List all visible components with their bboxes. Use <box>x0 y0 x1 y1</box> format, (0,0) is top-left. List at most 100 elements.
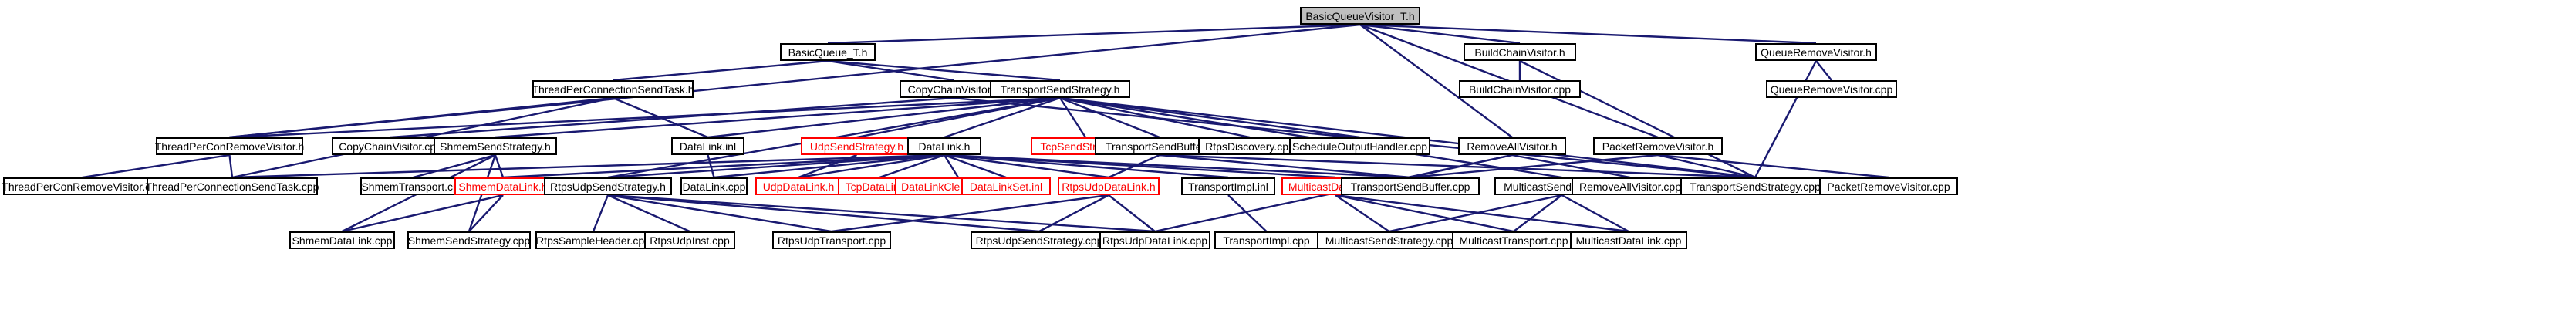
node-transportsendstrategy-h[interactable]: TransportSendStrategy.h <box>990 80 1130 98</box>
node-rtpssampleheader-cpp[interactable]: RtpsSampleHeader.cpp <box>535 231 651 249</box>
node-label: BasicQueueVisitor_T.h <box>1305 9 1415 22</box>
edge-queueremove_h-to-transportsendstrategy_cpp <box>1754 60 1818 178</box>
node-label: ShmemSendStrategy.cpp <box>407 234 531 247</box>
node-label: DataLink.cpp <box>682 180 746 193</box>
edge-packetremove_h-to-transportsendstrategy_cpp <box>1657 153 1756 179</box>
node-shmemdatalink-cpp[interactable]: ShmemDataLink.cpp <box>289 231 395 249</box>
edge-datalink_h-to-rtpsudpdatalink_h <box>944 153 1109 179</box>
edge-rtpsudpdatalink_h-to-rtpsudpdatalink_cpp <box>1108 194 1156 232</box>
node-transportsendbuffer-h[interactable]: TransportSendBuffer.h <box>1095 137 1224 155</box>
node-threadperconremovevisitor-cpp[interactable]: ThreadPerConRemoveVisitor.cpp <box>2 177 163 195</box>
node-packetremovevisitor-h[interactable]: PacketRemoveVisitor.h <box>1593 137 1723 155</box>
edge-rtpsudpsendstrategy_h-to-rtpsudpinst_cpp <box>607 194 690 233</box>
node-rtpsdiscovery-cpp[interactable]: RtpsDiscovery.cpp <box>1198 137 1302 155</box>
edge-transportsendbuffer_h-to-rtpsudpdatalink_h <box>1108 153 1160 179</box>
node-removeallvisitor-cpp[interactable]: RemoveAllVisitor.cpp <box>1572 177 1689 195</box>
node-datalink-cpp[interactable]: DataLink.cpp <box>680 177 748 195</box>
node-label: TransportSendStrategy.h <box>1000 83 1120 96</box>
node-label: QueueRemoveVisitor.h <box>1761 46 1872 59</box>
node-threadperconnectionsendtask-h[interactable]: ThreadPerConnectionSendTask.h <box>532 80 694 98</box>
node-rtpsudpsendstrategy-h[interactable]: RtpsUdpSendStrategy.h <box>544 177 672 195</box>
node-transportimpl-inl[interactable]: TransportImpl.inl <box>1181 177 1275 195</box>
node-label: TransportImpl.inl <box>1188 180 1268 193</box>
node-rtpsudptransport-cpp[interactable]: RtpsUdpTransport.cpp <box>772 231 891 249</box>
edge-removeall_h-to-removeall_cpp <box>1511 153 1631 179</box>
node-multicastdatalink-cpp[interactable]: MulticastDataLink.cpp <box>1570 231 1687 249</box>
node-label: TransportSendBuffer.cpp <box>1350 180 1470 193</box>
node-datalink-inl[interactable]: DataLink.inl <box>671 137 744 155</box>
node-multicasttransport-cpp[interactable]: MulticastTransport.cpp <box>1452 231 1575 249</box>
node-copychainvisitor-h[interactable]: CopyChainVisitor.h <box>900 80 1008 98</box>
edge-datalink_h-to-transportsendbuffer_cpp <box>944 153 1411 179</box>
edge-root-to-queueremove_h <box>1359 23 1817 45</box>
edge-datalink_h-to-datalinkset_inl <box>944 153 1007 179</box>
edge-transportimpl_inl-to-transportimpl_cpp <box>1227 194 1268 232</box>
edge-datalink_h-to-datalinkcleanup_h <box>943 154 960 178</box>
node-label: MulticastSendStrategy.cpp <box>1325 234 1453 247</box>
node-label: ThreadPerConnectionSendTask.cpp <box>145 180 319 193</box>
node-label: RtpsUdpTransport.cpp <box>777 234 886 247</box>
node-threadperconnectionsendtask-cpp[interactable]: ThreadPerConnectionSendTask.cpp <box>145 177 319 195</box>
node-shmemsendstrategy-h[interactable]: ShmemSendStrategy.h <box>434 137 557 155</box>
node-packetremovevisitor-cpp[interactable]: PacketRemoveVisitor.cpp <box>1819 177 1958 195</box>
node-multicastsendstrategy-cpp[interactable]: MulticastSendStrategy.cpp <box>1317 231 1461 249</box>
edge-queueremove_h-to-queueremove_cpp <box>1815 60 1832 81</box>
node-udpsendstrategy-h[interactable]: UdpSendStrategy.h <box>801 137 913 155</box>
edge-transportsendstrategy_h-to-rtpsdiscovery_cpp <box>1059 96 1251 139</box>
node-scheduleoutputhandler-cpp[interactable]: ScheduleOutputHandler.cpp <box>1289 137 1430 155</box>
node-datalinkset-inl[interactable]: DataLinkSet.inl <box>961 177 1051 195</box>
edge-transportsendstrategy_h-to-transportsendbuffer_h <box>1059 96 1160 139</box>
dependency-edges <box>82 23 1889 233</box>
node-rtpsudpsendstrategy-cpp[interactable]: RtpsUdpSendStrategy.cpp <box>971 231 1108 249</box>
node-shmemdatalink-h[interactable]: ShmemDataLink.h <box>454 177 552 195</box>
node-label: RtpsUdpSendStrategy.h <box>550 180 666 193</box>
node-shmemtransport-cpp[interactable]: ShmemTransport.cpp <box>360 177 466 195</box>
node-label: RtpsUdpDataLink.cpp <box>1102 234 1208 247</box>
node-label: RtpsUdpDataLink.h <box>1062 180 1156 193</box>
node-queueremovevisitor-cpp[interactable]: QueueRemoveVisitor.cpp <box>1766 80 1897 98</box>
edge-root-to-removeall_h <box>1359 24 1513 138</box>
node-label: RemoveAllVisitor.cpp <box>1578 180 1682 193</box>
node-label: ShmemDataLink.h <box>458 180 548 193</box>
node-label: RtpsUdpSendStrategy.cpp <box>975 234 1103 247</box>
node-label: UdpSendStrategy.h <box>809 140 904 153</box>
node-label: ShmemDataLink.cpp <box>292 234 393 247</box>
node-label: CopyChainVisitor.h <box>907 83 1000 96</box>
edge-transportsendbuffer_h-to-transportsendbuffer_cpp <box>1159 153 1411 179</box>
node-label: UdpDataLink.h <box>762 180 835 193</box>
node-transportsendbuffer-cpp[interactable]: TransportSendBuffer.cpp <box>1341 177 1480 195</box>
node-transportimpl-cpp[interactable]: TransportImpl.cpp <box>1214 231 1318 249</box>
node-label: ScheduleOutputHandler.cpp <box>1291 140 1428 153</box>
node-threadperconremovevisitor-h[interactable]: ThreadPerConRemoveVisitor.h <box>155 137 304 155</box>
edge-basicqueue-to-transportsendstrategy_h <box>827 59 1061 82</box>
node-copychainvisitor-cpp[interactable]: CopyChainVisitor.cpp <box>332 137 449 155</box>
node-datalink-h[interactable]: DataLink.h <box>907 137 981 155</box>
node-udpdatalink-h[interactable]: UdpDataLink.h <box>755 177 842 195</box>
edge-multicastsendstrategy_h-to-multicastsendstrategy_cpp <box>1389 194 1562 233</box>
edge-copychain_h-to-copychain_cpp <box>390 96 954 139</box>
node-rtpsudpinst-cpp[interactable]: RtpsUdpInst.cpp <box>644 231 735 249</box>
node-rtpsudpdatalink-cpp[interactable]: RtpsUdpDataLink.cpp <box>1099 231 1210 249</box>
node-label: ShmemSendStrategy.h <box>440 140 551 153</box>
node-shmemsendstrategy-cpp[interactable]: ShmemSendStrategy.cpp <box>407 231 531 249</box>
node-label: ShmemTransport.cpp <box>361 180 465 193</box>
edge-transportsendstrategy_h-to-tpcremove_h <box>229 96 1061 139</box>
node-rtpsudpdatalink-h[interactable]: RtpsUdpDataLink.h <box>1058 177 1160 195</box>
edge-transportsendstrategy_h-to-tcpsendstrategy_h <box>1058 97 1087 138</box>
edge-multicastdatalink_h-to-multicastsendstrategy_cpp <box>1335 194 1390 232</box>
node-transportsendstrategy-cpp[interactable]: TransportSendStrategy.cpp <box>1680 177 1830 195</box>
node-label: PacketRemoveVisitor.cpp <box>1827 180 1950 193</box>
edge-multicastsendstrategy_h-to-multicasttransport_cpp <box>1513 194 1563 232</box>
edge-packetremove_h-to-transportsendbuffer_cpp <box>1410 153 1659 179</box>
node-queueremovevisitor-h[interactable]: QueueRemoveVisitor.h <box>1755 43 1877 61</box>
node-label: MulticastTransport.cpp <box>1459 234 1568 247</box>
node-basicqueue-h[interactable]: BasicQueue_T.h <box>780 43 876 61</box>
node-removeallvisitor-h[interactable]: RemoveAllVisitor.h <box>1458 137 1566 155</box>
edge-tpcremove_h-to-tpcsendtask_cpp <box>228 154 234 178</box>
edge-rtpsudpdatalink_h-to-rtpsudptransport_cpp <box>831 194 1109 233</box>
node-label: ThreadPerConRemoveVisitor.cpp <box>2 180 163 193</box>
node-label: DataLinkSet.inl <box>969 180 1043 193</box>
node-buildchainvisitor-h[interactable]: BuildChainVisitor.h <box>1464 43 1576 61</box>
node-buildchainvisitor-cpp[interactable]: BuildChainVisitor.cpp <box>1459 80 1581 98</box>
